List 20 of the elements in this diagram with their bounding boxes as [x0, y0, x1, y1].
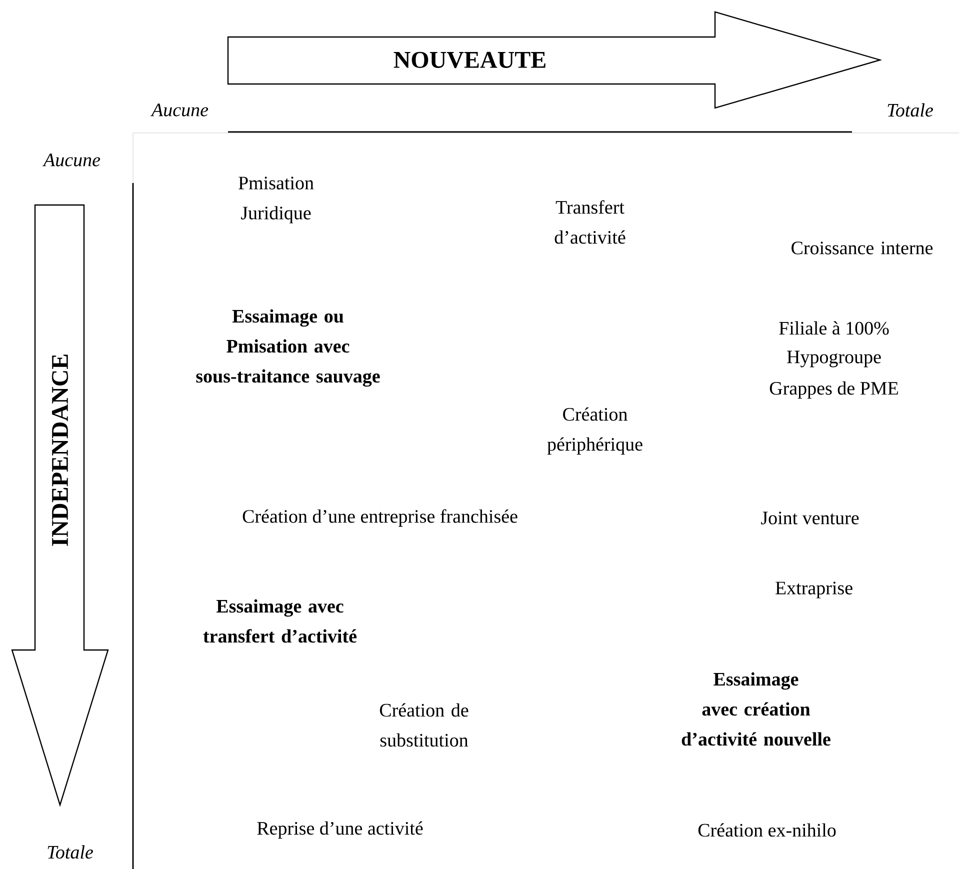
category-label: Filiale à 100%	[779, 321, 889, 335]
category-label: Création périphérique	[547, 407, 642, 455]
axis-label: Totale	[888, 103, 933, 117]
axis-label: Aucune	[42, 154, 100, 166]
category-label: Création de substitution	[380, 703, 468, 747]
category-label: Pmisation Juridique	[238, 176, 314, 224]
category-label: Création ex-nihilo	[698, 823, 836, 837]
category-label: Transfert d’activité	[554, 200, 626, 244]
category-label: Croissance interne	[792, 242, 933, 254]
category-label: Extraprise	[776, 582, 852, 598]
category-label: Création d’une entreprise franchisée	[242, 509, 518, 527]
category-label: Essaimage avec transfert d’activité	[203, 599, 357, 643]
category-label: Joint venture	[761, 512, 859, 524]
axis-label: Aucune	[150, 104, 208, 116]
category-label: Reprise d’une activité	[257, 821, 423, 839]
category-label: Hypogroupe	[787, 350, 881, 368]
category-label: Essaimage avec création d’activité nouvelle	[682, 672, 830, 746]
axis-label: Totale	[48, 845, 93, 859]
category-label: Essaimage ou Pmisation avec sous-traitance sauvage	[196, 309, 380, 387]
category-label: Grappes de PME	[770, 381, 898, 399]
